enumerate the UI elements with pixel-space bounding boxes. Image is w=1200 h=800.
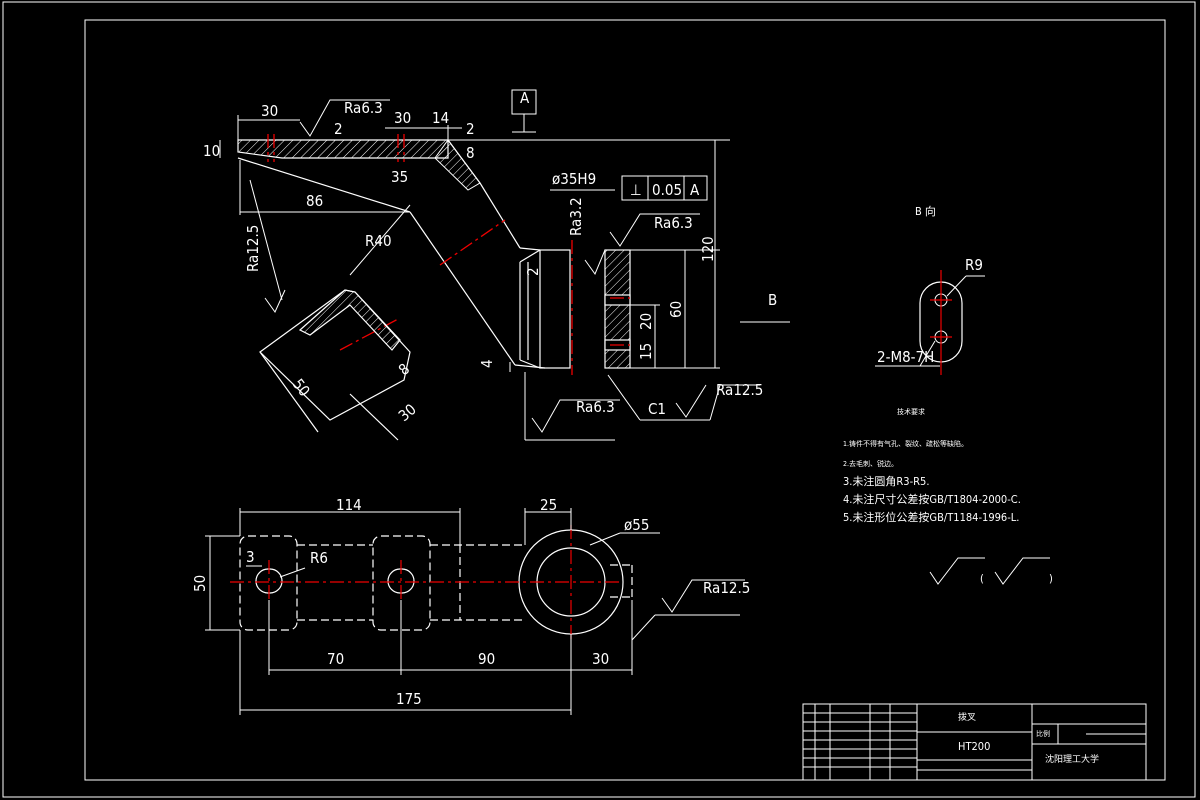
roughness-top: Ra6.3	[344, 99, 383, 117]
dim-60: 60	[667, 301, 685, 318]
notes-title: 技术要求	[897, 407, 925, 416]
roughness-hub: Ra6.3	[654, 214, 693, 232]
title-material: HT200	[958, 740, 990, 753]
b-view: B 向 R9 2-M8-7H	[875, 204, 985, 375]
title-school: 沈阳理工大学	[1045, 753, 1099, 765]
note-3: 3.未注圆角R3-R5.	[843, 474, 930, 488]
radius-40: R40	[365, 232, 392, 250]
dim-2-c: 2	[524, 267, 542, 276]
technical-notes: 技术要求 1.铸件不得有气孔、裂纹、疏松等缺陷。 2.去毛刺、锐边。 3.未注圆…	[843, 407, 1053, 585]
top-roughness: Ra12.5	[703, 579, 750, 597]
note-4: 4.未注尺寸公差按GB/T1804-2000-C.	[843, 492, 1021, 506]
tol-value: 0.05	[652, 181, 682, 199]
note-1: 1.铸件不得有气孔、裂纹、疏松等缺陷。	[843, 439, 968, 448]
title-scale-label: 比例	[1036, 729, 1050, 738]
section-dim-30: 30	[395, 400, 420, 425]
dim-8: 8	[466, 144, 475, 162]
dim-14: 14	[432, 109, 449, 127]
roughness-left: Ra12.5	[244, 225, 262, 272]
title-block	[802, 703, 1147, 781]
svg-text:(: (	[980, 572, 984, 585]
top-view: 114 25 ø55 3 R6 50 70 90 30 175 Ra12.5	[191, 496, 750, 715]
dim-120: 120	[699, 236, 717, 262]
section-view	[259, 289, 411, 441]
roughness-bottom: Ra6.3	[576, 398, 615, 416]
top-dim-70: 70	[327, 650, 344, 668]
tol-datum: A	[690, 181, 700, 199]
top-dim-30: 30	[592, 650, 609, 668]
top-dim-25: 25	[540, 496, 557, 514]
roughness-symbols	[264, 99, 707, 433]
b-view-thread: 2-M8-7H	[877, 348, 934, 366]
dim-2-a: 2	[334, 120, 343, 138]
datum-a-label: A	[520, 89, 530, 107]
b-view-radius: R9	[965, 256, 983, 274]
view-b-arrow-label: B	[768, 291, 777, 309]
top-dim-175: 175	[396, 690, 422, 708]
dim-30-left: 30	[261, 102, 278, 120]
roughness-bottom-right: Ra12.5	[716, 381, 763, 399]
note-2: 2.去毛刺、锐边。	[843, 459, 898, 468]
b-view-title: B 向	[915, 204, 936, 218]
top-dim-3: 3	[246, 548, 255, 566]
front-labels: 30 Ra6.3 30 14 2 2 10 8 35 86 R40 Ra12.5…	[203, 89, 777, 425]
bore-diameter: ø35H9	[552, 170, 596, 188]
roughness-bore: Ra3.2	[567, 197, 585, 236]
dim-15: 15	[637, 343, 655, 360]
dim-2-b: 2	[466, 120, 475, 138]
general-roughness: ( )	[929, 557, 1053, 585]
note-5: 5.未注形位公差按GB/T1184-1996-L.	[843, 510, 1019, 524]
title-part-name: 拨叉	[958, 711, 976, 723]
top-dim-50: 50	[191, 575, 209, 592]
svg-text:): )	[1049, 572, 1053, 585]
center-lines	[267, 134, 630, 375]
tolerance-frame	[621, 175, 708, 201]
dim-86: 86	[306, 192, 323, 210]
front-view: 30 Ra6.3 30 14 2 2 10 8 35 86 R40 Ra12.5…	[203, 89, 790, 441]
dim-4: 4	[478, 359, 496, 368]
top-dim-55: ø55	[624, 516, 649, 534]
section-dim-8: 8	[395, 360, 413, 379]
tol-symbol: ⊥	[630, 181, 642, 199]
front-dimension-lines	[219, 115, 790, 441]
datum-a	[511, 89, 537, 133]
top-radius-6: R6	[310, 549, 328, 567]
chamfer-c1: C1	[648, 400, 666, 418]
dim-35: 35	[391, 168, 408, 186]
arm-section	[434, 139, 481, 191]
top-flange	[237, 139, 449, 159]
dim-10: 10	[203, 142, 220, 160]
dim-20: 20	[637, 313, 655, 330]
dim-30-mid: 30	[394, 109, 411, 127]
top-dim-90: 90	[478, 650, 495, 668]
top-dim-114: 114	[336, 496, 362, 514]
